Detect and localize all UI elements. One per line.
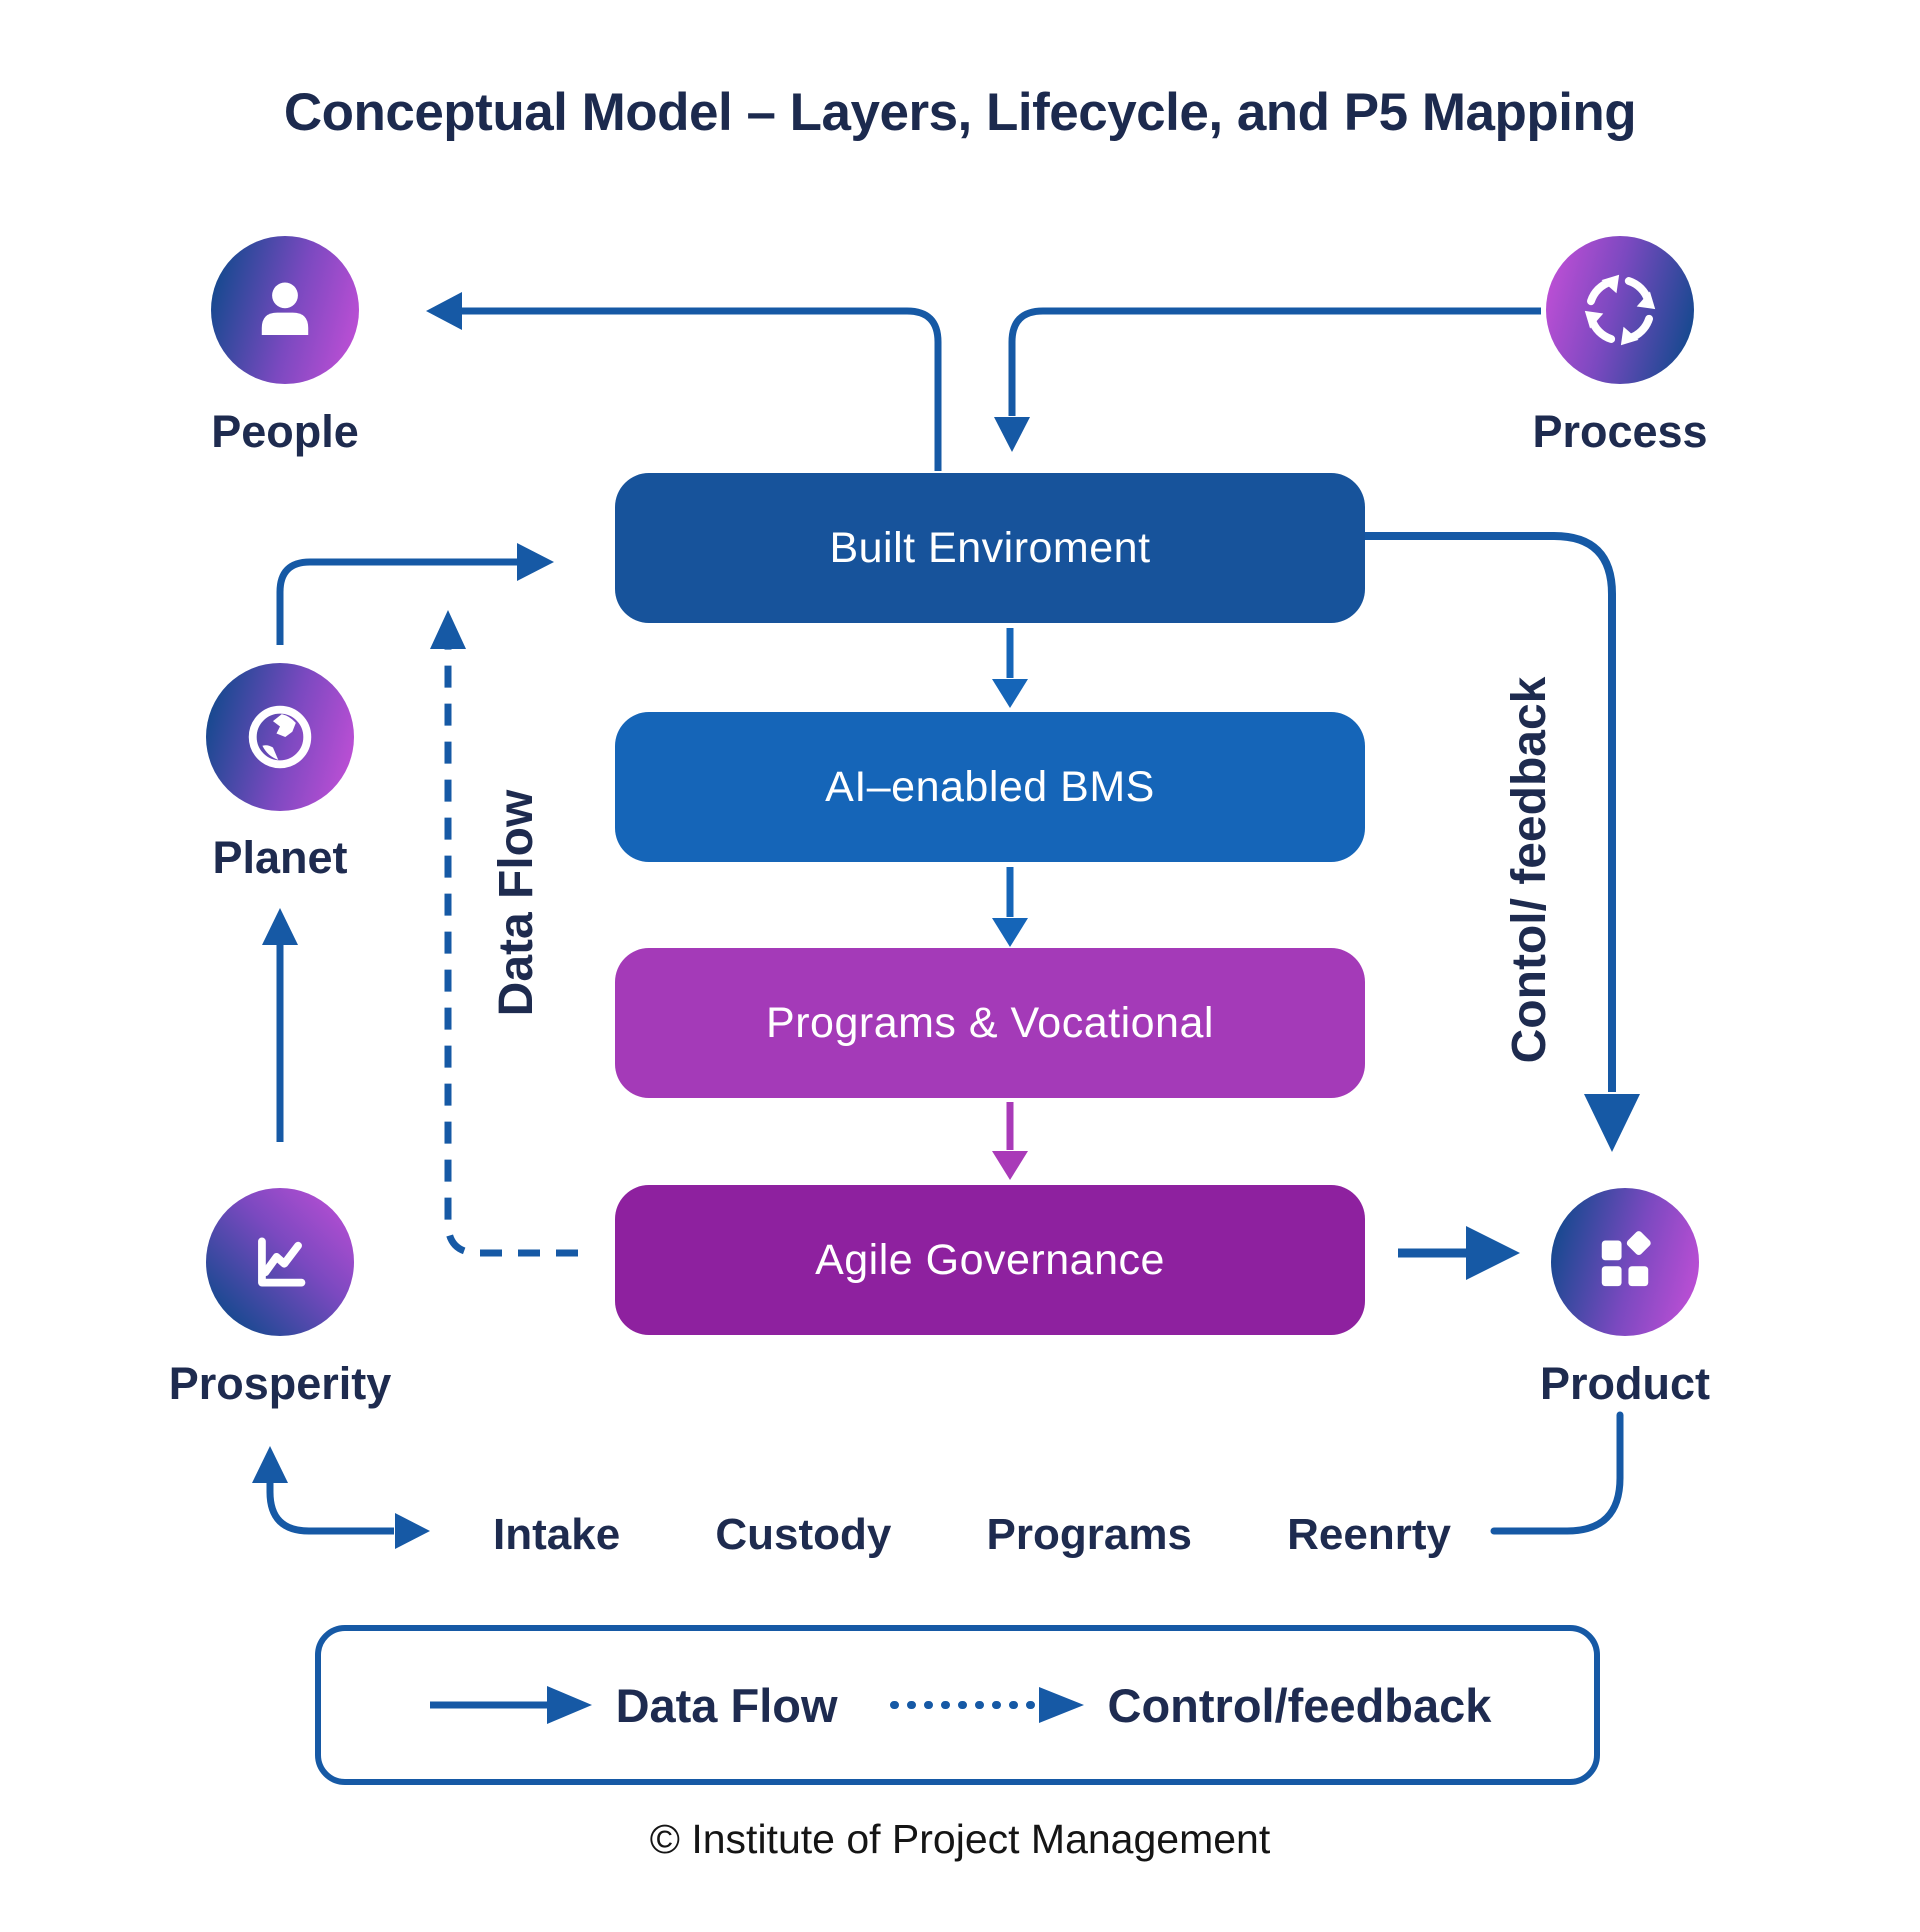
legend-control-feedback-label: Control/feedback xyxy=(1107,1678,1492,1732)
planet-label: Planet xyxy=(212,832,348,883)
legend-data-flow-label: Data Flow xyxy=(615,1678,838,1732)
line-chart-glyph xyxy=(258,1237,306,1287)
control-feedback-vertical-label: Contol/ feedback xyxy=(1503,676,1556,1064)
people-label: People xyxy=(211,406,359,457)
layer-agile-governance: Agile Governance xyxy=(615,1185,1365,1335)
dashed-feedback-arrow xyxy=(430,610,578,1257)
arrow-stack-to-people xyxy=(426,292,942,471)
prosperity-label: Prosperity xyxy=(168,1358,392,1409)
arrow-layer2-to-layer3 xyxy=(992,867,1028,947)
layer-programs-vocational-label: Programs & Vocational xyxy=(766,998,1214,1047)
process-label: Process xyxy=(1532,406,1708,457)
lifecycle-stage-programs: Programs xyxy=(986,1510,1192,1559)
legend-solid-arrow-icon xyxy=(429,1686,592,1724)
product-label: Product xyxy=(1539,1358,1710,1409)
arrow-lifecycle-split xyxy=(252,1446,430,1549)
arrow-layer3-to-layer4 xyxy=(992,1102,1028,1180)
arrow-stack-to-product xyxy=(1365,532,1640,1152)
layer-ai-enabled-bms-label: AI–enabled BMS xyxy=(825,762,1155,811)
cycle-arrows-glyph xyxy=(1584,274,1656,346)
blocks-icon xyxy=(1551,1188,1699,1336)
lifecycle-stage-custody: Custody xyxy=(715,1510,892,1559)
lifecycle-row: Intake Custody Programs Reenrty xyxy=(493,1509,1451,1561)
layer-agile-governance-label: Agile Governance xyxy=(815,1235,1165,1284)
person-glyph xyxy=(261,282,309,335)
arrow-process-to-stack xyxy=(994,307,1541,452)
globe-glyph xyxy=(248,705,312,769)
layer-built-environment: Built Enviroment xyxy=(615,473,1365,623)
layer-ai-enabled-bms: AI–enabled BMS xyxy=(615,712,1365,862)
data-flow-vertical-label: Data Flow xyxy=(490,789,543,1017)
arrow-planet-to-stack xyxy=(276,543,554,645)
layer-programs-vocational: Programs & Vocational xyxy=(615,948,1365,1098)
arrow-governance-to-product xyxy=(1398,1226,1520,1280)
arrow-prosperity-to-planet xyxy=(262,908,298,1142)
lifecycle-stage-intake: Intake xyxy=(493,1510,621,1559)
layer-built-environment-label: Built Enviroment xyxy=(829,523,1151,572)
arrow-layer1-to-layer2 xyxy=(992,628,1028,708)
person-icon xyxy=(211,236,359,384)
page-title: Conceptual Model – Layers, Lifecycle, an… xyxy=(283,83,1637,142)
legend-box: Data Flow Control/feedback xyxy=(315,1625,1600,1785)
globe-icon xyxy=(206,663,354,811)
line-chart-icon xyxy=(206,1188,354,1336)
blocks-glyph xyxy=(1601,1231,1651,1287)
legend-dashed-arrow-icon xyxy=(889,1687,1084,1723)
connector-product-to-reentry xyxy=(1490,1411,1624,1535)
cycle-arrows-icon xyxy=(1546,236,1694,384)
lifecycle-stage-reentry: Reenrty xyxy=(1287,1510,1451,1559)
copyright-note: © Institute of Project Management xyxy=(649,1816,1271,1862)
